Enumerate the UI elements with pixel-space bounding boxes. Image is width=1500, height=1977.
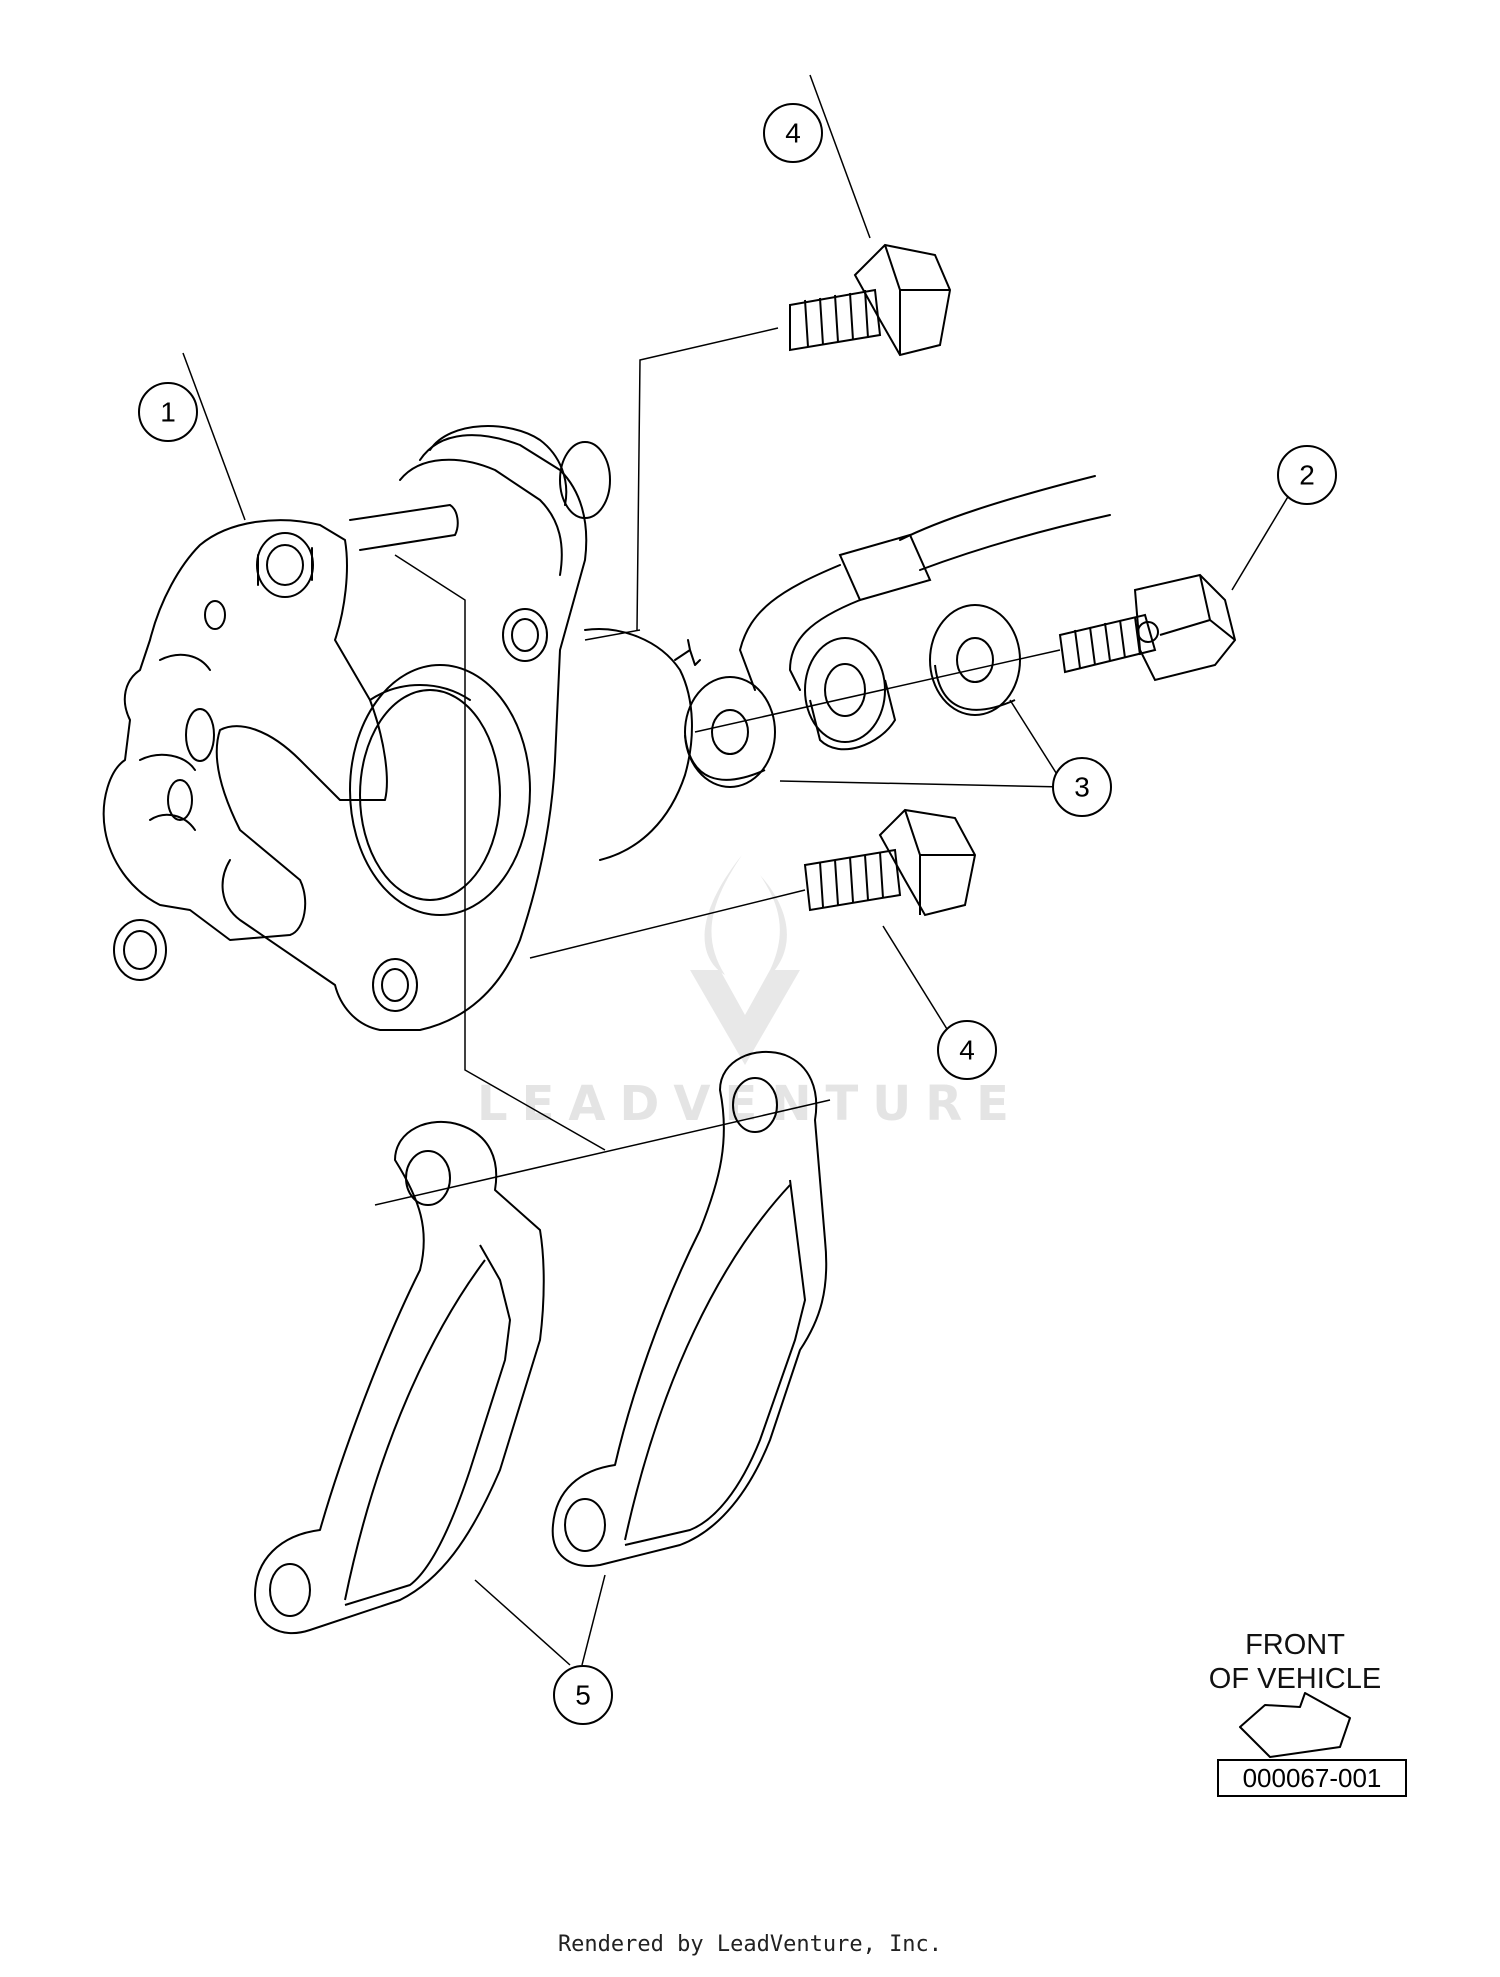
mounting-bolt-upper (789, 243, 952, 357)
callout-1: 1 (138, 382, 198, 442)
callout-4-lower: 4 (937, 1020, 997, 1080)
front-label-line2: OF VEHICLE (1208, 1663, 1382, 1695)
caliper-assembly (102, 425, 701, 1031)
arrow-right-icon (1239, 1692, 1351, 1758)
brake-hose (738, 475, 1111, 691)
front-of-vehicle-label: FRONT OF VEHICLE (1190, 1628, 1400, 1696)
callout-4-upper-label: 4 (785, 118, 801, 149)
callout-3-label: 3 (1074, 772, 1090, 803)
callout-2-label: 2 (1299, 460, 1315, 491)
leader-lines (182, 74, 1299, 1666)
callout-5-label: 5 (575, 1680, 591, 1711)
watermark-text: LEADVENTURE (477, 1076, 1023, 1132)
drawing-number: 000067-001 (1217, 1759, 1407, 1797)
front-label-line1: FRONT (1245, 1629, 1345, 1661)
callout-5: 5 (553, 1665, 613, 1725)
rendered-by-footer: Rendered by LeadVenture, Inc. (557, 1932, 943, 1957)
watermark-logo: LEADVENTURE (477, 855, 1023, 1132)
callout-3: 3 (1052, 757, 1112, 817)
mounting-bolt-lower (803, 808, 977, 917)
brake-pad-left (254, 1120, 545, 1635)
callout-4-lower-label: 4 (959, 1035, 975, 1066)
callout-2: 2 (1277, 445, 1337, 505)
brake-pad-right (551, 1050, 828, 1567)
callout-1-label: 1 (160, 397, 176, 428)
banjo-bolt (1058, 573, 1237, 682)
callout-4-upper: 4 (763, 103, 823, 163)
